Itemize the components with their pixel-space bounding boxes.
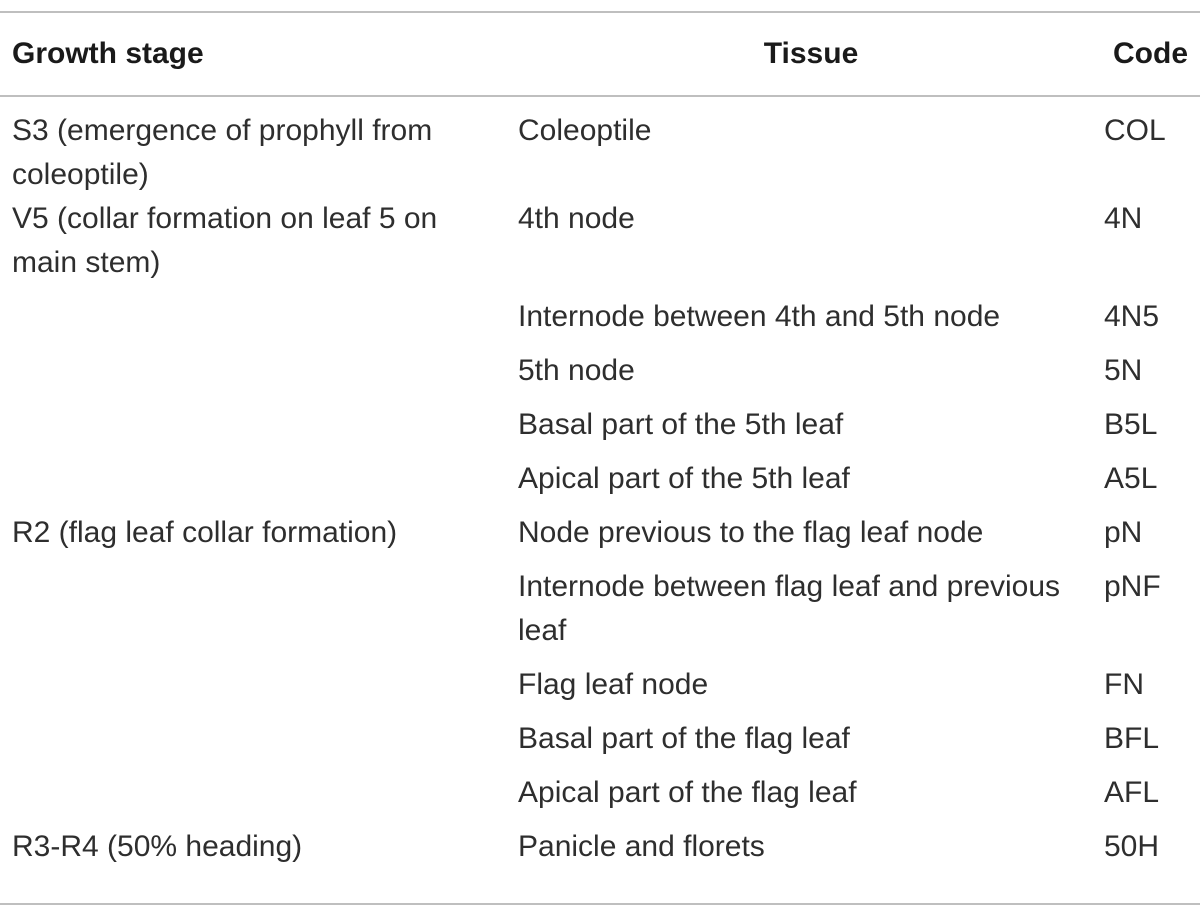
cell-tissue: 5th node — [518, 354, 635, 387]
cell-tissue: Apical part of the flag leaf — [518, 776, 857, 809]
cell-tissue: Apical part of the 5th leaf — [518, 462, 850, 495]
table-row: Internode between 4th and 5th node 4N5 — [0, 295, 1200, 349]
cell-code: COL — [1104, 114, 1166, 147]
cell-code: A5L — [1104, 462, 1158, 495]
table-bottom-rule — [0, 903, 1200, 905]
cell-stage: R2 (flag leaf collar formation) — [12, 516, 398, 549]
cell-stage — [0, 349, 518, 403]
table-row: R2 (flag leaf collar formation) Node pre… — [0, 511, 1200, 565]
cell-tissue: Internode between 4th and 5th node — [518, 300, 1001, 333]
cell-stage: V5 (collar formation on leaf 5 on main s… — [12, 202, 438, 279]
table-row: 5th node 5N — [0, 349, 1200, 403]
cell-stage: R3-R4 (50% heading) — [12, 830, 303, 863]
cell-stage — [0, 565, 518, 663]
cell-tissue: Basal part of the 5th leaf — [518, 408, 844, 441]
table-row: S3 (emergence of prophyll from coleoptil… — [0, 95, 1200, 197]
table-row: Basal part of the flag leaf BFL — [0, 717, 1200, 771]
table-row: Basal part of the 5th leaf B5L — [0, 403, 1200, 457]
cell-tissue: Internode between flag leaf and previous… — [518, 570, 1061, 647]
header-growth-stage: Growth stage — [12, 37, 204, 70]
cell-code: 5N — [1104, 354, 1143, 387]
table-row: Apical part of the flag leaf AFL — [0, 771, 1200, 825]
cell-code: AFL — [1104, 776, 1160, 809]
header-tissue: Tissue — [763, 37, 859, 70]
cell-code: B5L — [1104, 408, 1158, 441]
cell-code: 4N5 — [1104, 300, 1160, 333]
table-row: R3-R4 (50% heading) Panicle and florets … — [0, 825, 1200, 879]
cell-stage — [0, 403, 518, 457]
cell-tissue: 4th node — [518, 202, 635, 235]
cell-tissue: Flag leaf node — [518, 668, 709, 701]
table-row: Flag leaf node FN — [0, 663, 1200, 717]
cell-stage — [0, 663, 518, 717]
cell-code: pN — [1104, 516, 1143, 549]
growth-stage-table: Growth stage Tissue Code S3 (emergence o… — [0, 13, 1200, 879]
cell-tissue: Coleoptile — [518, 114, 652, 147]
table-row: Internode between flag leaf and previous… — [0, 565, 1200, 663]
cell-tissue: Basal part of the flag leaf — [518, 722, 850, 755]
cell-stage: S3 (emergence of prophyll from coleoptil… — [12, 114, 433, 191]
header-code: Code — [1113, 37, 1188, 70]
cell-code: BFL — [1104, 722, 1160, 755]
table-row: Apical part of the 5th leaf A5L — [0, 457, 1200, 511]
cell-tissue: Panicle and florets — [518, 830, 765, 863]
cell-stage — [0, 717, 518, 771]
table-row: V5 (collar formation on leaf 5 on main s… — [0, 197, 1200, 295]
cell-tissue: Node previous to the flag leaf node — [518, 516, 984, 549]
cell-stage — [0, 457, 518, 511]
cell-stage — [0, 295, 518, 349]
cell-code: FN — [1104, 668, 1144, 701]
table-header-rule — [0, 95, 1200, 97]
cell-code: pNF — [1104, 570, 1161, 603]
cell-code: 4N — [1104, 202, 1143, 235]
table-header-row: Growth stage Tissue Code — [0, 13, 1200, 95]
cell-code: 50H — [1104, 830, 1160, 863]
cell-stage — [0, 771, 518, 825]
table-top-rule — [0, 11, 1200, 13]
